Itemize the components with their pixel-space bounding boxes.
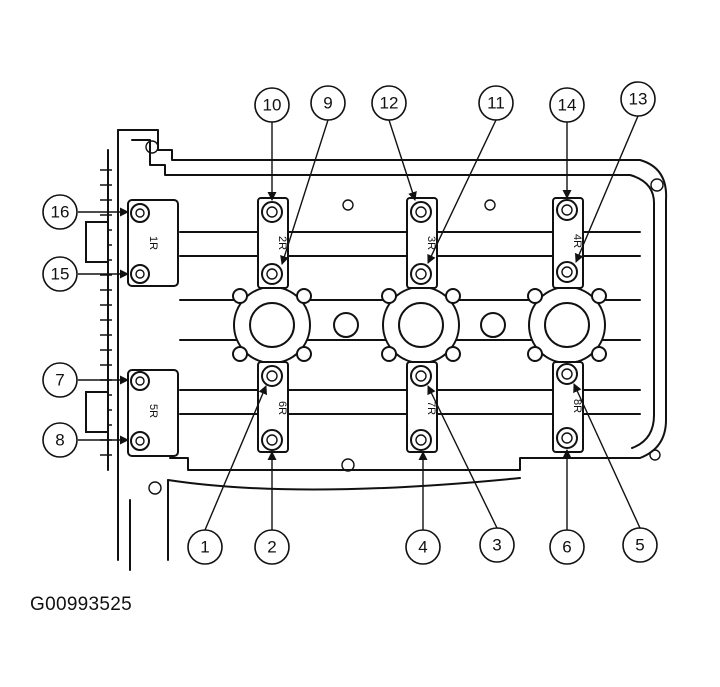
callout-3: 3	[479, 527, 515, 563]
callout-circle	[549, 529, 585, 565]
callout-circle	[478, 85, 514, 121]
cap-label-8r: 8R	[571, 399, 583, 413]
leader-arrows	[78, 115, 641, 531]
figure-id: G00993525	[30, 594, 133, 615]
callout-14: 14	[549, 87, 585, 123]
callout-label: 1	[200, 538, 209, 557]
callout-circle	[371, 85, 407, 121]
callout-label: 4	[418, 538, 427, 557]
callout-circle	[622, 527, 658, 563]
callout-13: 13	[620, 81, 656, 117]
cap-label-5r: 5R	[147, 404, 159, 418]
callout-9: 9	[310, 85, 346, 121]
front-bearing-caps	[127, 199, 179, 457]
callout-label: 10	[263, 96, 282, 115]
callout-label: 13	[629, 90, 648, 109]
cap-label-4r: 4R	[571, 234, 583, 248]
callout-1: 1	[187, 529, 223, 565]
callout-8: 8	[42, 422, 78, 458]
callout-label: 3	[492, 536, 501, 555]
callout-11: 11	[478, 85, 514, 121]
callout-5: 5	[622, 527, 658, 563]
callout-circle	[187, 529, 223, 565]
callout-4: 4	[405, 529, 441, 565]
boss-bolt-rings	[232, 288, 607, 362]
callout-circle	[549, 87, 585, 123]
callout-label: 9	[323, 94, 332, 113]
callout-circle	[479, 527, 515, 563]
cap-label-3r: 3R	[425, 236, 437, 250]
callout-circle	[254, 529, 290, 565]
callout-2: 2	[254, 529, 290, 565]
cap-label-2r: 2R	[276, 236, 288, 250]
cap-label-6r: 6R	[276, 401, 288, 415]
callout-label: 5	[635, 536, 644, 555]
cylinder-head-outline	[117, 129, 668, 571]
callout-15: 15	[42, 256, 78, 292]
cap-labels: 1R 2R 3R 4R 5R 6R 7R 8R	[147, 234, 583, 418]
callout-label: 14	[558, 96, 577, 115]
callout-label: 8	[55, 431, 64, 450]
callout-circle	[405, 529, 441, 565]
callout-circle	[310, 85, 346, 121]
callout-7: 7	[42, 362, 78, 398]
callout-circle	[620, 81, 656, 117]
callout-label: 16	[51, 203, 70, 222]
spark-plug-bosses	[233, 286, 606, 364]
callout-label: 12	[380, 94, 399, 113]
callout-10: 10	[254, 87, 290, 123]
callout-label: 11	[487, 94, 505, 113]
callout-label: 6	[562, 538, 571, 557]
callout-circle	[42, 194, 78, 230]
callout-6: 6	[549, 529, 585, 565]
callout-circle	[42, 362, 78, 398]
callout-circle	[254, 87, 290, 123]
timing-chain-side	[85, 129, 119, 561]
cap-label-7r: 7R	[425, 401, 437, 415]
callout-label: 7	[55, 371, 64, 390]
cap-label-1r: 1R	[147, 236, 159, 250]
callout-label: 15	[51, 265, 70, 284]
callout-label: 2	[267, 538, 276, 557]
callout-circle	[42, 422, 78, 458]
callout-12: 12	[371, 85, 407, 121]
callout-circle	[42, 256, 78, 292]
cap-bolts	[261, 199, 578, 451]
callout-16: 16	[42, 194, 78, 230]
